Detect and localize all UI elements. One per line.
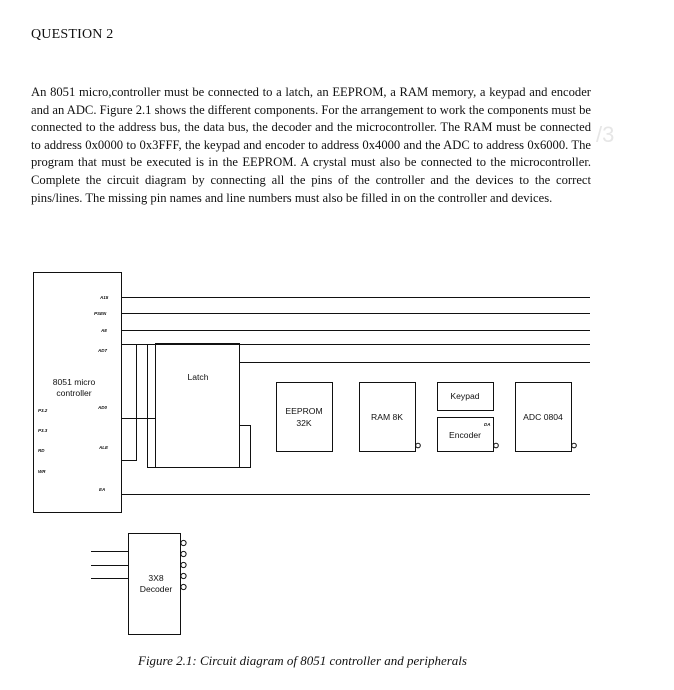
keypad-label: Keypad bbox=[450, 391, 479, 401]
pin-label-rd: RD bbox=[38, 448, 45, 453]
latch-box bbox=[155, 343, 240, 468]
decoder-label-line2: Decoder bbox=[140, 584, 173, 594]
encoder-label: Encoder bbox=[449, 430, 481, 440]
pin-label-ale: ALE bbox=[98, 445, 109, 450]
decoder-output-bubble-5 bbox=[180, 583, 187, 591]
latch-output-wire bbox=[147, 344, 251, 468]
ram-box bbox=[359, 382, 416, 452]
pin-label-wr: WR bbox=[38, 469, 46, 474]
ram-cs-bubble bbox=[415, 442, 421, 449]
pin-label-p33: P3.3 bbox=[38, 428, 48, 433]
decoder-output-bubble-2 bbox=[180, 550, 187, 558]
decoder-output-bubble-3 bbox=[180, 561, 187, 569]
ram-label: RAM 8K bbox=[371, 412, 403, 422]
decoder-output-bubble-4 bbox=[180, 572, 187, 580]
latch-label: Latch bbox=[187, 372, 208, 382]
question-heading: QUESTION 2 bbox=[31, 27, 114, 42]
controller-name-line1: 8051 micro bbox=[53, 377, 96, 387]
pin-label-ea: EA bbox=[99, 487, 105, 492]
pin-label-ad0: AD0 bbox=[97, 405, 107, 410]
ale-wire bbox=[121, 344, 137, 461]
eeprom-label-line2: 32K bbox=[296, 418, 312, 428]
page-watermark: /3 bbox=[596, 122, 615, 147]
pin-label-psen: PSEN bbox=[94, 311, 107, 316]
controller-box bbox=[33, 272, 122, 513]
pin-label-p32: P3.2 bbox=[38, 408, 48, 413]
eeprom-box bbox=[276, 382, 333, 452]
eeprom-label-line1: EEPROM bbox=[285, 406, 322, 416]
decoder-output-bubble-1 bbox=[180, 539, 187, 547]
figure-caption: Figure 2.1: Circuit diagram of 8051 cont… bbox=[138, 653, 467, 668]
adc-label: ADC 0804 bbox=[523, 412, 563, 422]
pin-label-a15: A15 bbox=[99, 295, 109, 300]
encoder-cs-bubble bbox=[493, 442, 499, 449]
encoder-pin-label: DA bbox=[484, 422, 491, 427]
question-text: An 8051 micro,controller must be connect… bbox=[31, 85, 591, 205]
controller-name-line2: controller bbox=[56, 388, 91, 398]
adc-cs-bubble bbox=[571, 442, 577, 449]
pin-label-ad7: AD7 bbox=[97, 348, 107, 353]
decoder-box bbox=[128, 533, 181, 635]
pin-label-a8: A8 bbox=[100, 328, 107, 333]
keypad-box bbox=[437, 382, 494, 411]
decoder-label-line1: 3X8 bbox=[148, 573, 164, 583]
encoder-box bbox=[437, 417, 494, 452]
adc-box bbox=[515, 382, 572, 452]
